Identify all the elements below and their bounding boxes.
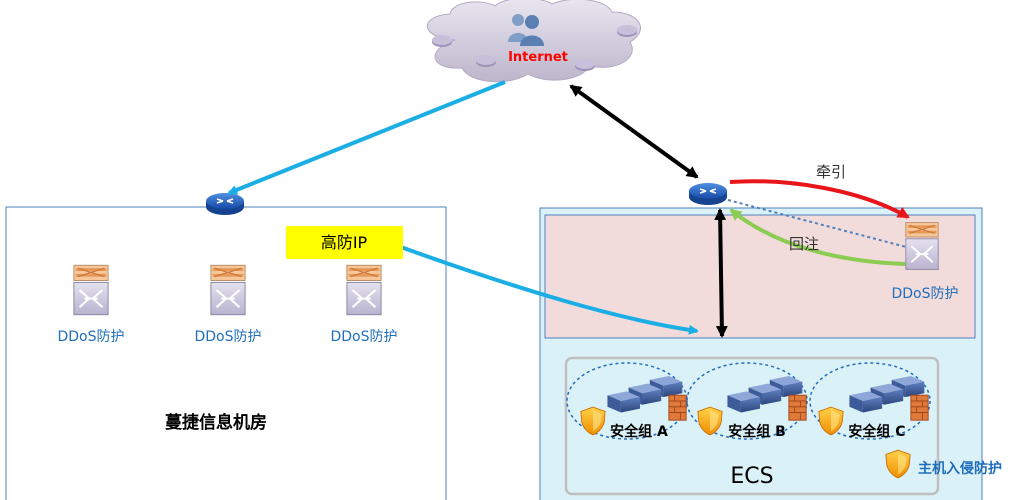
security-group-a: 安全组 A — [566, 362, 688, 440]
host-intrusion-label: 主机入侵防护 — [918, 460, 1002, 477]
device-label: DDoS防护 — [194, 329, 261, 345]
ddos-zone — [544, 214, 976, 339]
security-group-label: 安全组 A — [610, 423, 668, 440]
left-router-icon — [205, 192, 245, 216]
ddos-device-icon — [209, 264, 247, 316]
reinjection-arrow — [729, 208, 907, 266]
machine-room-title: 蔓捷信息机房 — [165, 412, 267, 433]
dotted-link — [727, 199, 911, 249]
ecs-label: ECS — [730, 464, 773, 489]
traction-label: 牵引 — [816, 163, 846, 181]
reinjection-label: 回注 — [789, 235, 819, 253]
device-label: DDoS防护 — [330, 329, 397, 345]
device-label: DDoS防护 — [57, 329, 124, 345]
security-group-c: 安全组 C — [809, 362, 931, 440]
high-defense-ip-highlight — [286, 226, 403, 259]
internet-label: Internet — [508, 50, 568, 65]
high-defense-ip-arrow — [397, 244, 699, 335]
ddos-device-icon — [345, 264, 383, 316]
internet-to-left-router-arrow — [227, 80, 506, 195]
router-ecs-arrow — [714, 208, 728, 338]
high-defense-ip-label: 高防IP — [321, 233, 368, 252]
users-icon — [508, 14, 544, 46]
ddos-device-icon — [72, 264, 110, 316]
cloud-router-icon — [688, 182, 728, 206]
security-group-b: 安全组 B — [686, 362, 808, 440]
internet-cloud-router-arrow — [569, 84, 699, 179]
security-group-label: 安全组 B — [728, 423, 786, 440]
traction-arrow — [729, 179, 910, 219]
security-group-label: 安全组 C — [848, 423, 905, 440]
ddos-device-icon — [904, 221, 940, 271]
right-ddos-label: DDoS防护 — [891, 286, 958, 302]
